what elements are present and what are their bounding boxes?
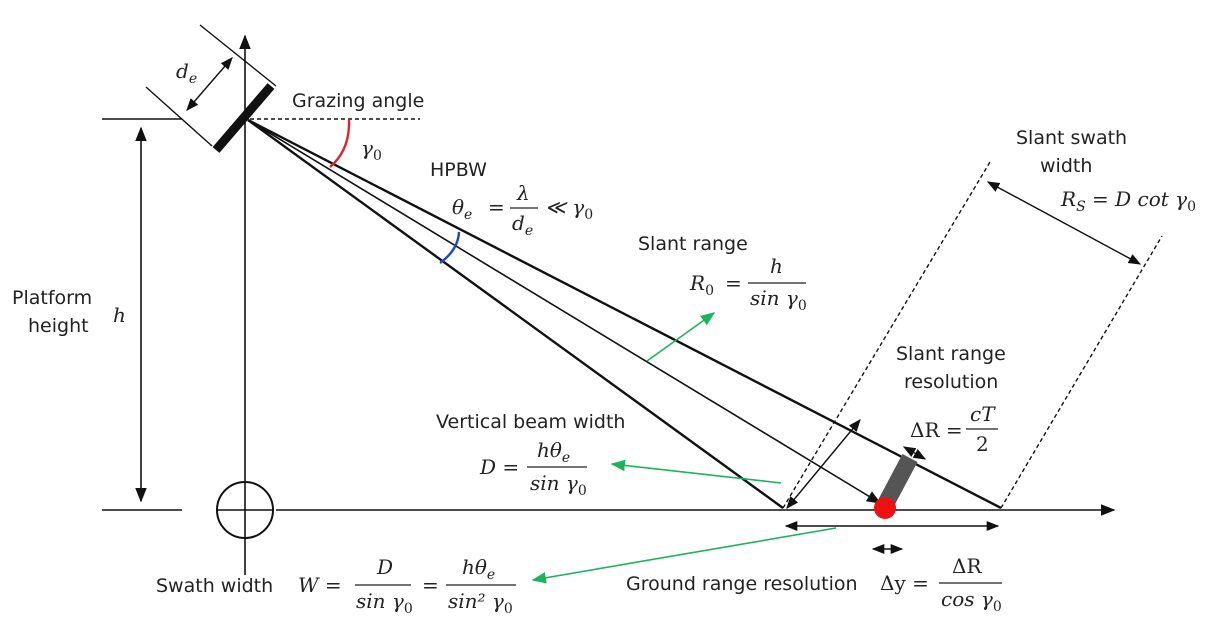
svg-text:cos γ0: cos γ0 — [941, 587, 1002, 615]
slant-swath-formula: RS = D cot γ0 — [1060, 187, 1196, 215]
beam-edge-near — [247, 119, 784, 509]
hpbw-label: HPBW — [430, 159, 487, 181]
svg-text:hθe: hθe — [462, 555, 495, 583]
svg-text:θe: θe — [452, 195, 472, 223]
svg-text:Δy =: Δy = — [880, 571, 929, 595]
ground-range-resolution-formula: Δy = ΔR cos γ0 — [880, 554, 1002, 615]
slant-range-pointer — [646, 312, 716, 362]
slant-range-formula: R0 = h sin γ0 — [689, 254, 807, 314]
svg-text:hθe: hθe — [537, 438, 570, 466]
grazing-angle-arc — [329, 119, 351, 168]
platform-height-label-1: Platform — [12, 287, 92, 309]
svg-text:de: de — [512, 211, 533, 239]
swath-width-pointer — [531, 527, 837, 584]
slant-swath-arrow — [986, 181, 1142, 265]
svg-text:=: = — [725, 271, 742, 295]
svg-text:ΔR: ΔR — [952, 554, 982, 578]
antenna-dim-line-2 — [145, 86, 213, 147]
ground-range-resolution-label: Ground range resolution — [626, 573, 858, 595]
target-point — [874, 497, 896, 519]
antenna-width-arrow — [186, 57, 233, 111]
svg-text:=: = — [422, 573, 439, 597]
svg-text:cT: cT — [970, 402, 996, 426]
beam-center — [247, 119, 882, 504]
svg-text:sin γ0: sin γ0 — [356, 589, 413, 617]
svg-text:D =: D = — [479, 455, 519, 479]
svg-text:ΔR =: ΔR = — [910, 418, 963, 442]
svg-text:2: 2 — [976, 432, 989, 456]
antenna — [212, 83, 275, 153]
swath-width-formula: W = D sin γ0 = hθe sin² γ0 — [298, 555, 516, 617]
vertical-beam-width-label: Vertical beam width — [436, 411, 625, 433]
antenna-width-symbol: de — [176, 59, 197, 87]
grazing-angle-label: Grazing angle — [292, 90, 424, 112]
svg-text:≪ γ0: ≪ γ0 — [545, 195, 593, 223]
svg-text:D: D — [376, 555, 393, 579]
platform-height-label-2: height — [28, 315, 89, 337]
svg-text:R0: R0 — [689, 271, 714, 299]
grazing-angle-symbol: γ0 — [361, 136, 382, 164]
svg-text:λ: λ — [516, 181, 530, 205]
hpbw-formula: θe = λ de ≪ γ0 — [452, 181, 593, 239]
svg-text:sin γ0: sin γ0 — [750, 286, 807, 314]
swath-width-label: Swath width — [156, 575, 273, 597]
range-resolution-cell — [877, 454, 918, 509]
slant-range-resolution-formula: ΔR = cT 2 — [910, 402, 998, 456]
slant-swath-dash-near — [782, 161, 991, 509]
slant-resolution-arrow — [902, 446, 927, 460]
vertical-beam-width-pointer — [610, 459, 782, 484]
platform-height-symbol: h — [113, 303, 126, 327]
svg-text:=: = — [488, 195, 505, 219]
beam-edge-far — [247, 118, 1002, 510]
svg-text:sin² γ0: sin² γ0 — [448, 589, 513, 617]
beam-width-arc — [439, 231, 461, 264]
vertical-beam-width-formula: D = hθe sin γ0 — [479, 438, 587, 499]
svg-text:h: h — [770, 254, 783, 278]
svg-text:RS = D cot γ0: RS = D cot γ0 — [1060, 187, 1196, 215]
slant-range-resolution-label-1: Slant range — [896, 343, 1006, 365]
slant-swath-dash-far — [1000, 235, 1163, 509]
slant-swath-label-1: Slant swath — [1016, 127, 1127, 149]
slant-range-label: Slant range — [638, 233, 748, 255]
svg-text:W =: W = — [298, 573, 342, 597]
svg-text:sin γ0: sin γ0 — [530, 471, 587, 499]
slant-swath-label-2: width — [1040, 155, 1092, 177]
slant-range-resolution-label-2: resolution — [904, 371, 998, 393]
vertical-beam-width-arrow — [786, 419, 861, 509]
antenna-dim-line-1 — [199, 24, 277, 87]
